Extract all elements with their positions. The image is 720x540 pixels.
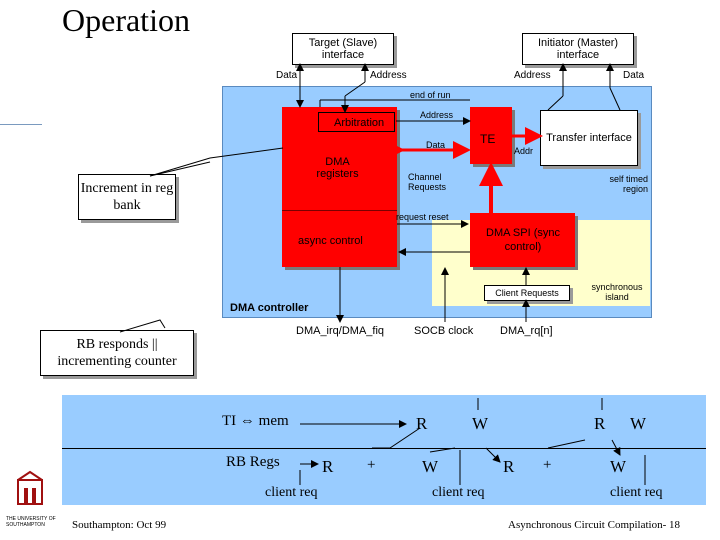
- client-req-3: client req: [610, 485, 663, 500]
- timing-panel: [62, 395, 706, 505]
- increment-callout: Increment in reg bank: [78, 174, 176, 220]
- client-requests-box: Client Requests: [484, 285, 570, 301]
- timing-w2: W: [630, 414, 647, 433]
- arbitration-label: Arbitration: [334, 117, 385, 129]
- footer-left: Southampton: Oct 99: [72, 519, 167, 531]
- client-req-2: client req: [432, 485, 485, 500]
- end-of-run-label: end of run: [410, 90, 451, 100]
- dma-rq-label: DMA_rq[n]: [500, 325, 553, 337]
- timing-divider: [62, 448, 706, 449]
- client-req-1: client req: [265, 485, 318, 500]
- timing-w4: W: [610, 457, 627, 476]
- async-control-label: async control: [298, 235, 363, 247]
- initiator-interface-box: Initiator (Master) interface: [522, 33, 634, 65]
- address-internal-label: Address: [420, 110, 454, 120]
- university-logo: [10, 470, 50, 515]
- slide-title: Operation: [62, 2, 190, 38]
- te-block: [470, 107, 512, 164]
- timing-plus2: +: [543, 457, 552, 473]
- ti-mem-label: TI ⇔ mem: [222, 413, 289, 429]
- dma-register-block: [282, 107, 397, 267]
- logo-caption: THE UNIVERSITY OF SOUTHAMPTON: [6, 516, 56, 528]
- async-control-divider: [282, 210, 397, 211]
- timing-r1: R: [416, 414, 428, 433]
- timing-w3: W: [422, 457, 439, 476]
- timing-r2: R: [594, 414, 606, 433]
- request-reset-label: request reset: [396, 212, 449, 222]
- te-label: TE: [480, 132, 496, 146]
- channel-requests-label: Channel Requests: [408, 172, 447, 192]
- footer-right: Asynchronous Circuit Compilation- 18: [508, 519, 681, 531]
- addr-label: Addr: [514, 146, 534, 156]
- dma-controller-label: DMA controller: [230, 302, 309, 314]
- transfer-interface-box: Transfer interface: [540, 110, 638, 166]
- socb-clock-label: SOCB clock: [414, 325, 474, 337]
- label-data-right: Data: [623, 70, 645, 81]
- timing-r4: R: [503, 457, 515, 476]
- label-address-left: Address: [370, 70, 407, 81]
- timing-r3: R: [322, 457, 334, 476]
- title-rule: [0, 124, 42, 125]
- irq-label: DMA_irq/DMA_fiq: [296, 325, 385, 337]
- dma-spi-label: DMA SPI (sync control): [486, 227, 560, 253]
- rb-regs-label: RB Regs: [226, 454, 280, 470]
- dma-registers-label: DMA registers: [316, 156, 359, 180]
- label-data-left: Data: [276, 70, 298, 81]
- dma-spi-block: [470, 213, 575, 267]
- timing-plus1: +: [367, 457, 376, 473]
- synchronous-island-label: synchronous island: [591, 282, 643, 302]
- label-address-right: Address: [514, 70, 551, 81]
- self-timed-region-label: self timed region: [609, 174, 648, 194]
- target-interface-box: Target (Slave) interface: [292, 33, 394, 65]
- timing-w1: W: [472, 414, 489, 433]
- data-internal-label: Data: [426, 140, 446, 150]
- arbitration-box: [318, 112, 395, 132]
- rb-responds-callout: RB responds || incrementing counter: [40, 330, 194, 376]
